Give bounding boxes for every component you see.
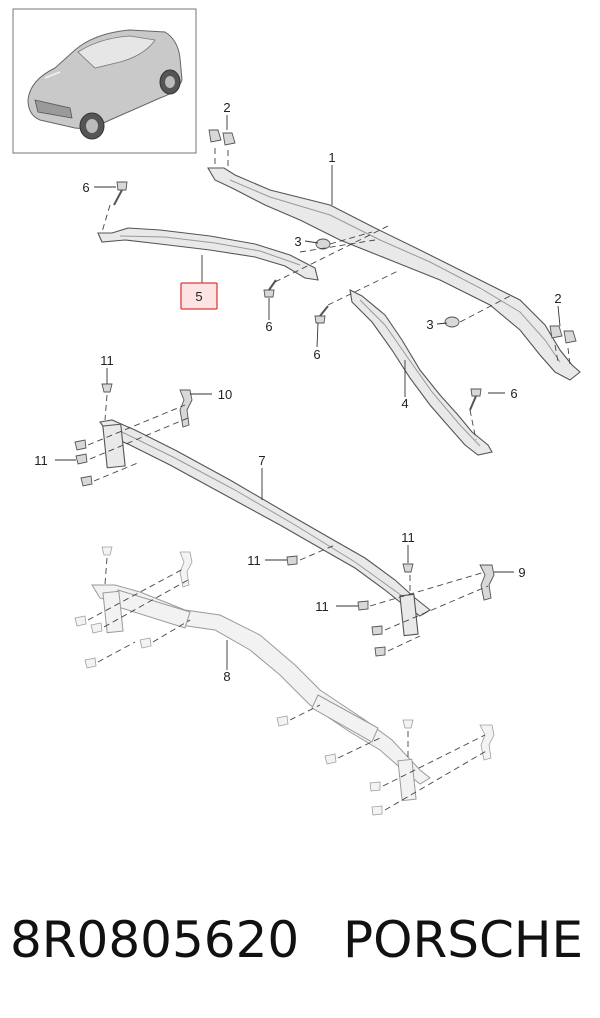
assembly-lines [87,148,571,811]
screw-11-group [74,383,414,657]
callout-6-b: 6 [265,319,272,334]
washer-3-lower [444,316,460,328]
parts-diagram: 1 2 2 3 3 4 5 6 6 6 6 7 8 9 10 11 11 11 … [12,8,581,816]
part-1-main-bar [207,167,581,381]
callout-5: 5 [195,289,202,304]
callout-11-a: 11 [100,353,114,368]
callout-6-c: 6 [313,347,320,362]
part-5-short-bar [97,227,319,281]
callout-3-lower: 3 [426,317,433,332]
bracket-lower-right [479,724,495,761]
part-4-brace [349,289,493,456]
callout-6-d: 6 [510,386,517,401]
bolt-6-b [263,279,277,298]
bracket-lower-left [179,551,193,588]
callout-11-c: 11 [247,553,261,568]
car-icon [27,29,183,140]
bracket-9 [479,564,495,601]
highlight-box-5 [180,282,218,310]
part-number: 8R0805620 [10,911,300,969]
callout-7: 7 [258,453,265,468]
nut-2-upper [208,129,236,146]
callout-4: 4 [401,396,408,411]
callout-1: 1 [328,150,335,165]
washer-3-upper [315,238,331,250]
nut-2-lower [549,325,577,344]
part-8-assembly [91,584,431,802]
callout-3-upper: 3 [294,234,301,249]
callout-9: 9 [518,565,525,580]
bolt-6-c [314,305,329,324]
bracket-10 [179,389,193,428]
screw-light-group [74,546,414,816]
callout-2-lower: 2 [554,291,561,306]
leader-lines [55,115,561,670]
callout-10: 10 [218,387,232,402]
callout-6-a: 6 [82,180,89,195]
bolt-6-d [469,388,482,411]
callout-11-e: 11 [315,599,329,614]
footer: 8R0805620 PORSCHE [0,895,600,985]
callout-11-b: 11 [34,453,48,468]
bolt-6-a [113,181,128,206]
callout-8: 8 [223,669,230,684]
brand-name: PORSCHE [343,911,584,969]
callout-2-upper: 2 [223,100,230,115]
callout-labels: 1 2 2 3 3 4 5 6 6 6 6 7 8 9 10 11 11 11 … [34,100,561,684]
vehicle-thumbnail [12,8,197,154]
callout-11-d: 11 [401,530,415,545]
